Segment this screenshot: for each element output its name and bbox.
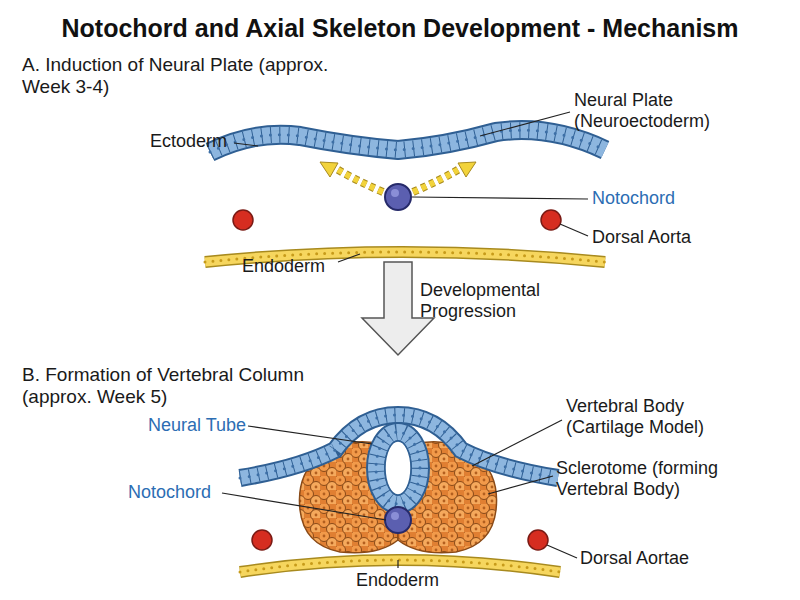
tissue-label: Ectoderm (150, 131, 227, 152)
diagram-title: Notochord and Axial Skeleton Development… (0, 14, 800, 43)
structure-label: Dorsal Aortae (580, 548, 689, 569)
dorsal-aorta-b-right (528, 530, 548, 550)
ectoderm-band-a (210, 130, 605, 152)
notochord-a (385, 184, 411, 210)
structure-label: Notochord (128, 482, 211, 503)
structure-label: Notochord (592, 188, 675, 209)
tissue-label: Endoderm (242, 256, 325, 277)
structure-label: Neural Tube (148, 415, 246, 436)
structure-label: Vertebral Body (Cartilage Model) (566, 396, 741, 437)
dorsal-aorta-a-right (541, 210, 561, 230)
structure-label: Dorsal Aorta (592, 227, 691, 248)
notochord-b (385, 507, 411, 533)
notochord-highlight (391, 189, 399, 197)
leader-lines (222, 112, 588, 568)
structure-label: Sclerotome (forming Vertebral Body) (556, 458, 771, 499)
tissue-label: Endoderm (356, 570, 439, 591)
neural-tube (376, 432, 420, 504)
section-heading: B. Formation of Vertebral Column (approx… (22, 364, 352, 408)
notochord-highlight (391, 512, 399, 520)
section-heading: A. Induction of Neural Plate (approx. We… (22, 54, 352, 98)
dorsal-aorta-a-left (233, 210, 253, 230)
progression-label: Developmental Progression (420, 280, 555, 321)
tissue-label: Neural Plate (Neuroectoderm) (574, 90, 734, 131)
dorsal-aorta-b-left (252, 530, 272, 550)
